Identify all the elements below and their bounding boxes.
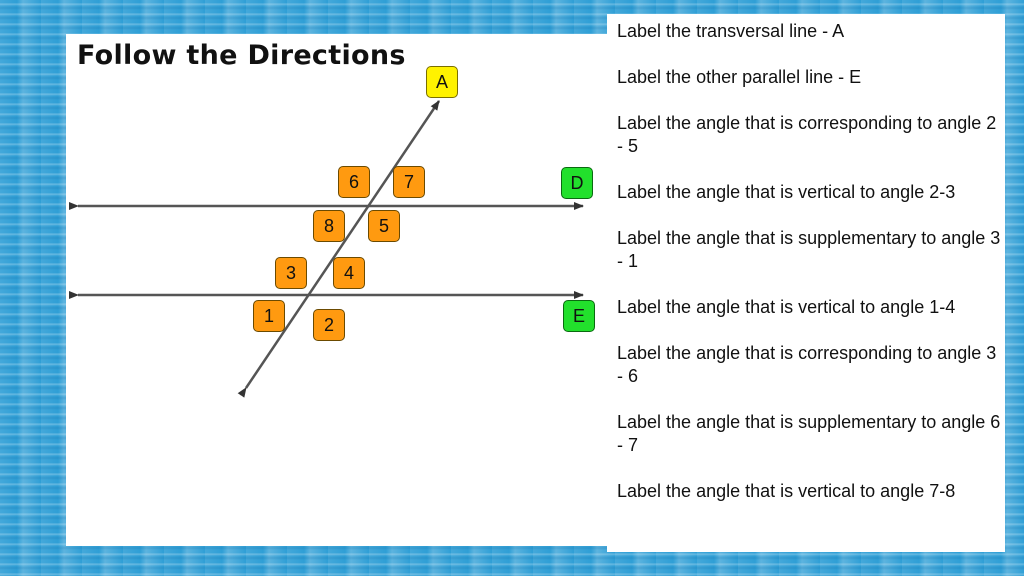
directions-list: Label the transversal line - A Label the… [617, 20, 1002, 526]
direction-item: Label the other parallel line - E [617, 67, 862, 87]
transversal-line [237, 100, 441, 398]
direction-item: Label the transversal line - A [617, 21, 845, 41]
angle-box-1[interactable]: 1 [253, 300, 285, 332]
direction-item: Label the angle that is vertical to angl… [617, 481, 956, 501]
lower-parallel-label-box[interactable]: E [563, 300, 595, 332]
direction-item: Label the angle that is corresponding to… [617, 113, 997, 156]
angle-box-7[interactable]: 7 [393, 166, 425, 198]
angle-box-6[interactable]: 6 [338, 166, 370, 198]
page-title: Follow the Directions [77, 40, 406, 71]
direction-item: Label the angle that is supplementary to… [617, 412, 1001, 455]
direction-item: Label the angle that is supplementary to… [617, 228, 1001, 271]
angle-box-4[interactable]: 4 [333, 257, 365, 289]
upper-parallel-label-box[interactable]: D [561, 167, 593, 199]
angle-box-3[interactable]: 3 [275, 257, 307, 289]
direction-item: Label the angle that is vertical to angl… [617, 297, 956, 317]
directions-panel [607, 14, 1005, 552]
angle-box-5[interactable]: 5 [368, 210, 400, 242]
transversal-label-box[interactable]: A [426, 66, 458, 98]
angle-box-8[interactable]: 8 [313, 210, 345, 242]
direction-item: Label the angle that is corresponding to… [617, 343, 997, 386]
angle-box-2[interactable]: 2 [313, 309, 345, 341]
direction-item: Label the angle that is vertical to angl… [617, 182, 956, 202]
